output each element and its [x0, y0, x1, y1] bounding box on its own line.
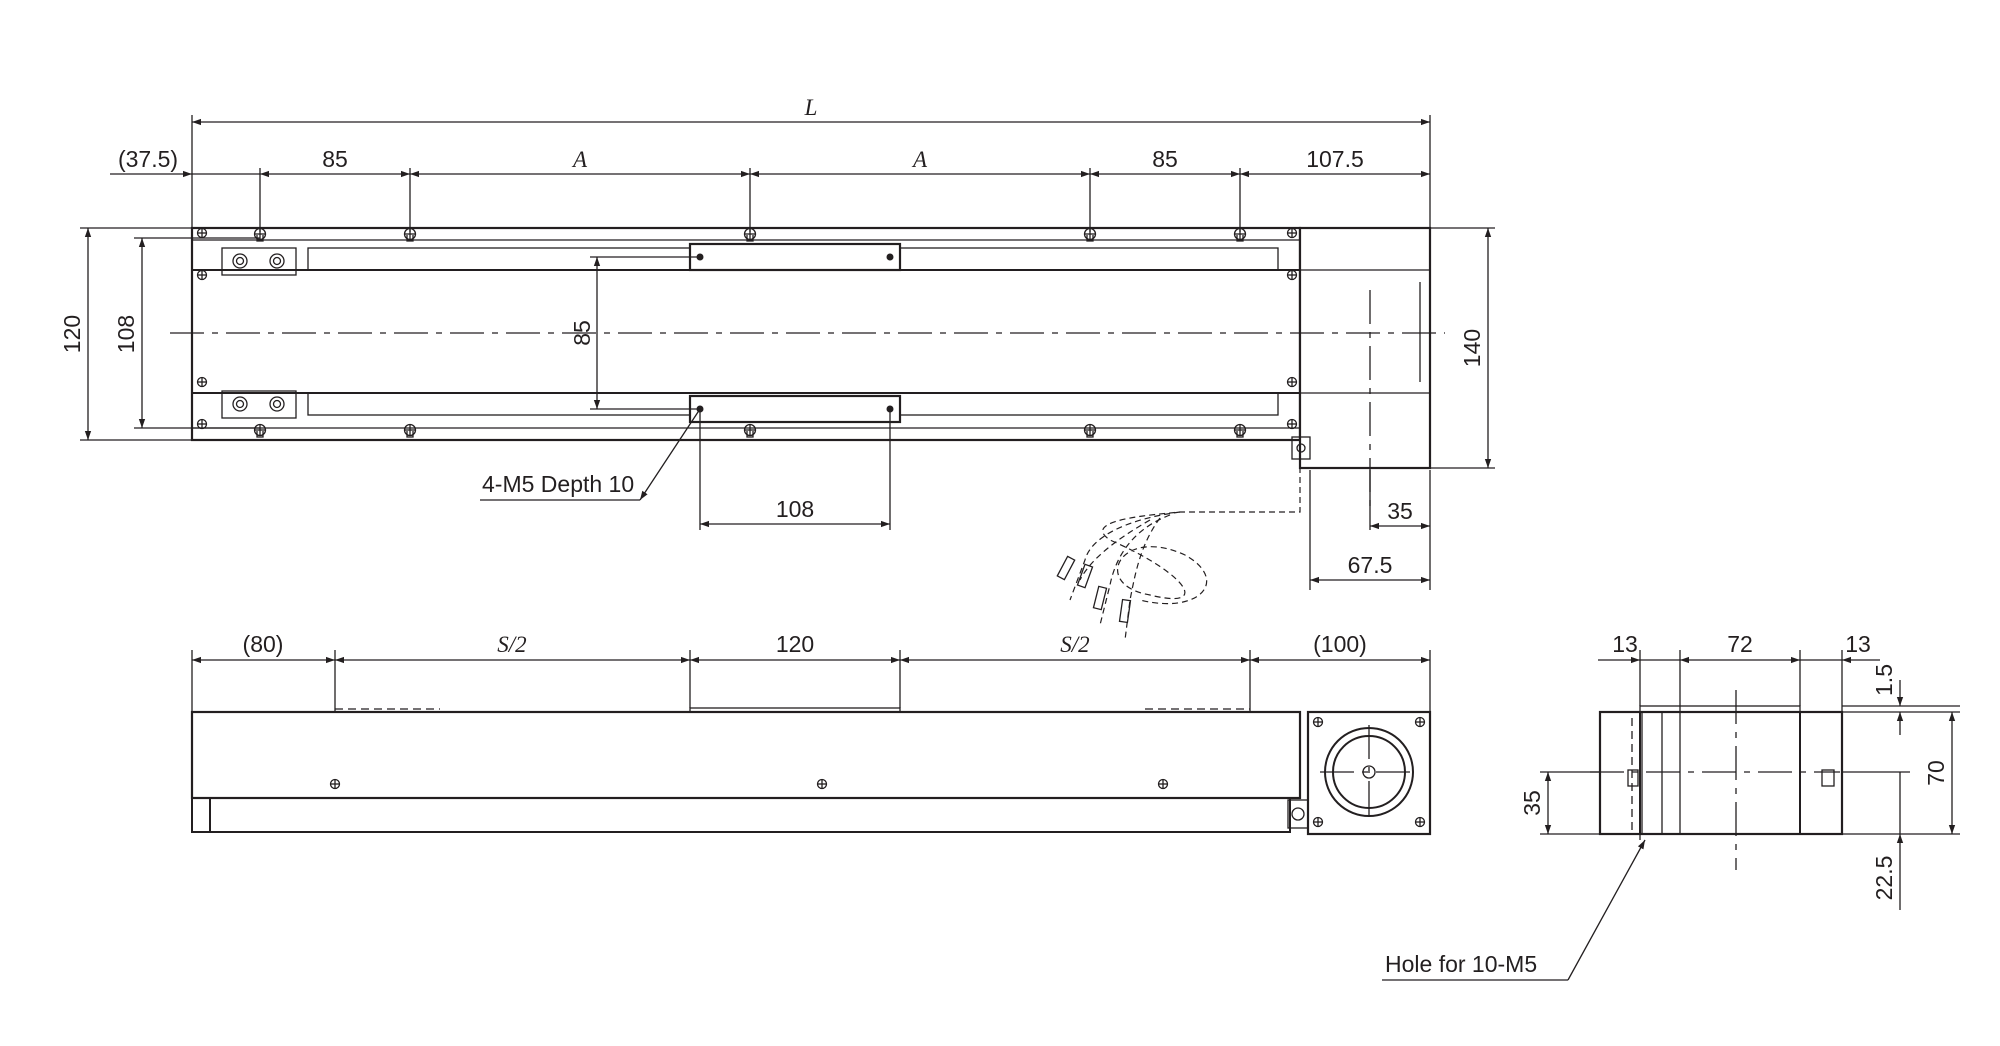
motor-housing-top: [1298, 226, 1432, 470]
dim-width-mount: 108: [113, 315, 139, 353]
dim-middle: 72: [1727, 631, 1753, 657]
dim-stroke-half-right: S/2: [1060, 632, 1089, 657]
side-view-dimensions: (80) S/2 120 S/2 (100): [191, 631, 1431, 712]
dim-overall-length: L: [804, 95, 818, 120]
dim-flange-left: 13: [1612, 631, 1638, 657]
dim-center-height: 35: [1519, 790, 1545, 816]
slider-plate-lower: [688, 394, 902, 424]
callout-slider-holes: 4-M5 Depth 10: [482, 471, 634, 497]
slider-plate-upper: [688, 242, 902, 272]
dim-slider-hole-pitch-y: 85: [569, 320, 595, 346]
dim-flange-right: 13: [1845, 631, 1871, 657]
side-view: [190, 707, 1432, 836]
dim-span-a-left: A: [571, 147, 588, 172]
motor-cable: [1056, 457, 1301, 641]
dim-width-outer: 120: [59, 315, 85, 353]
top-view-dimensions: L (37.5) 85 A A 85 107.5 120 108 85 140: [59, 95, 1495, 590]
top-view: [170, 226, 1445, 510]
dim-slider-hole-pitch-x: 108: [776, 496, 814, 522]
dim-height-motor: 140: [1459, 329, 1485, 367]
dim-motor-offset-small: 35: [1387, 498, 1413, 524]
dim-end-offset: (37.5): [118, 146, 178, 172]
end-view-dimensions: 13 72 13 1.5 70 22.5 35 Hole for 10-M5: [1382, 631, 1960, 981]
dim-motor-overhang: 107.5: [1306, 146, 1364, 172]
dim-slider-length: 120: [776, 631, 814, 657]
dim-left-end: (80): [243, 631, 284, 657]
dim-pitch-left: 85: [322, 146, 348, 172]
end-view-body: [1598, 710, 1844, 836]
dim-pitch-right: 85: [1152, 146, 1178, 172]
dim-span-a-right: A: [911, 147, 928, 172]
dim-right-end: (100): [1313, 631, 1367, 657]
actuator-body-side: [190, 710, 1302, 800]
callout-end-holes: Hole for 10-M5: [1385, 951, 1537, 977]
dim-motor-offset-large: 67.5: [1348, 552, 1393, 578]
end-view: [1590, 690, 1844, 870]
dim-bottom: 22.5: [1871, 856, 1897, 901]
dim-stroke-half-left: S/2: [497, 632, 526, 657]
dim-top-gap: 1.5: [1871, 664, 1897, 696]
dim-height: 70: [1923, 760, 1949, 786]
